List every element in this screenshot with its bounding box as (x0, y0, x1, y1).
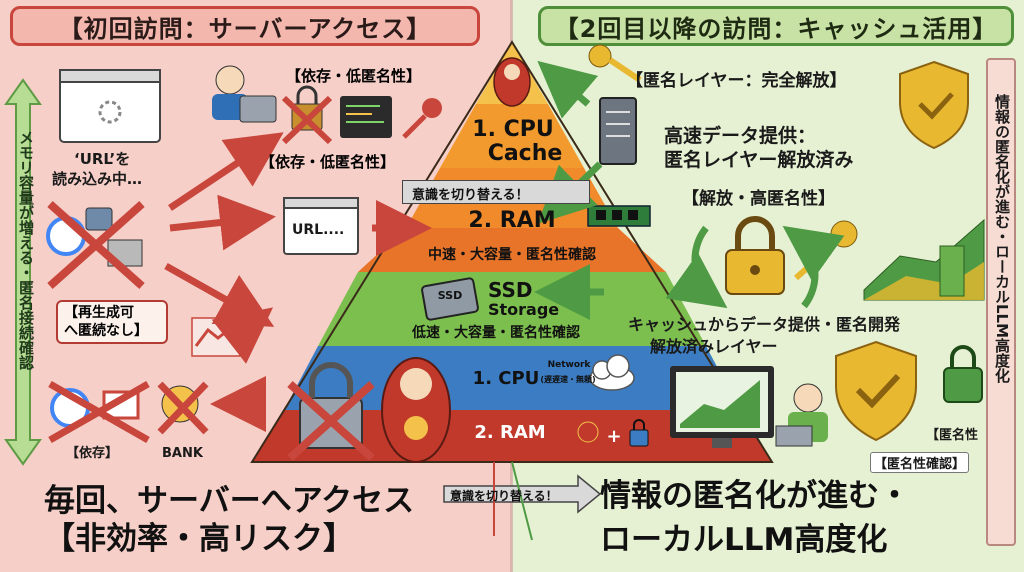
cpu-cache-line1: 1. CPU (472, 117, 554, 142)
fast-data-line1: 高速データ提供： (664, 125, 817, 147)
bottom-right-line1: 情報の匿名化が進む・ (600, 478, 910, 514)
switch-arrow-top (402, 180, 590, 204)
green-area-chart-icon (863, 218, 985, 301)
anonymity-label: 【匿名性 (926, 428, 979, 443)
header-first-visit: 【初回訪問：サーバーアクセス】 (10, 6, 480, 46)
gold-padlock-icon (725, 216, 785, 295)
url-loading-line2: 読み込み中… (52, 170, 143, 188)
anonymity-confirm-label: 【匿名性確認】 (870, 452, 970, 473)
bottom-switch-arrow (443, 461, 602, 541)
cache-data-label: キャッシュからデータ提供・匿名開発 解放済みレイヤー (628, 314, 900, 358)
bottom-left-line2: 【非効率・高リスク】 (44, 521, 354, 557)
release-high-anonymity-label: 【解放・高匿名性】 (682, 189, 835, 209)
url-box-icon (283, 197, 359, 255)
monitor-chart-icon (670, 366, 774, 448)
ssd-drive-icon (421, 277, 479, 321)
cloud-icon (589, 354, 635, 391)
red-flow-arrows (164, 132, 432, 432)
code-window-icon (340, 96, 392, 138)
dependency-low-anonymity-mid: 【依存・低匿名性】 (260, 153, 396, 171)
ssd-line1: SSD (488, 278, 533, 302)
big-padlock-cross-icon (287, 362, 375, 461)
bottom-left-line1: 毎回、サーバーへアクセス (44, 483, 415, 519)
vertical-bar-right (986, 58, 1016, 546)
fast-data-label: 高速データ提供： 匿名レイヤー解放済み (664, 124, 853, 172)
dependency-low-anonymity-top: 【依存・低匿名性】 (286, 67, 422, 85)
pyramid-ssd: SSD Storage (488, 280, 578, 320)
small-lock-plus-icon (577, 419, 649, 447)
vertical-text-right: 情報の匿名化が進む・ローカルLLM高度化 (993, 94, 1011, 384)
lock-with-cross-icon-top (281, 85, 333, 145)
vertical-double-arrow-left (4, 78, 42, 466)
server-rack-icon (599, 97, 637, 165)
declining-chart-icon (191, 317, 241, 357)
google-mail-bank-cross-icon (48, 380, 209, 444)
switch-consciousness-bottom: 意識を切り替える！ (450, 489, 558, 503)
bank-label: BANK (162, 446, 203, 461)
worried-user-icon (212, 65, 277, 123)
ram-stick-icon (587, 205, 651, 227)
red-key-icon (402, 98, 442, 139)
bottom-right-line2: ローカルLLM高度化 (600, 522, 888, 558)
fast-data-line2: 匿名レイヤー解放済み (664, 149, 854, 171)
shield-check-icon-bottom (835, 340, 917, 442)
memory-pyramid (250, 40, 774, 463)
network-sub: (遅遅速・無頼) (540, 375, 596, 384)
ssd-icon-label: SSD (437, 289, 463, 302)
bottom-right-summary: 情報の匿名化が進む・ ローカルLLM高度化 (600, 474, 980, 562)
vertical-text-left: メモリ容量が増える・匿名接続確認 (17, 130, 35, 370)
switch-consciousness-top: 意識を切り替える！ (412, 188, 529, 203)
url-box-label: URL.... (292, 222, 345, 238)
pyramid-ssd-desc: 低速・大容量・匿名性確認 (412, 325, 580, 341)
cpu-cache-line2: Cache (487, 141, 563, 166)
network-label: Network (547, 360, 591, 370)
bottom-left-summary: 毎回、サーバーへアクセス 【非効率・高リスク】 (44, 482, 474, 558)
pyramid-ram-desc: 中速・大容量・匿名性確認 (428, 247, 596, 263)
anonymous-layer-label: 【匿名レイヤー：完全解放】 (626, 71, 847, 91)
browser-window-icon (59, 69, 161, 143)
regen-note: 【再生成可 へ匿続なし】 (56, 300, 168, 344)
green-padlock-icon (943, 345, 983, 403)
regen-note-line1: 【再生成可 (64, 305, 134, 321)
smiling-user-icon (775, 383, 828, 447)
cache-data-line1: キャッシュからデータ提供・匿名開発 (628, 315, 901, 334)
regen-note-line2: へ匿続なし】 (64, 323, 148, 339)
cache-data-line2: 解放済みレイヤー (650, 337, 778, 356)
pyramid-cpu-network: 1. CPU (472, 368, 540, 389)
header-repeat-visit: 【2回目以降の訪問：キャッシュ活用】 (538, 6, 1014, 46)
cycle-arrows-icon (665, 225, 845, 309)
pyramid-ram: 2. RAM (468, 208, 556, 233)
google-lock-bank-cross-icon (46, 201, 145, 289)
url-loading-line1: ‘URL’を (74, 150, 131, 168)
pyramid-cpu-cache: 1. CPU Cache (448, 118, 578, 166)
dependency-label: 【依存】 (66, 446, 119, 461)
pyramid-ram-bottom: 2. RAM (474, 422, 546, 443)
ssd-line2: Storage (488, 300, 560, 319)
plus-sign: + (606, 426, 622, 447)
shield-check-icon-top (899, 60, 969, 150)
